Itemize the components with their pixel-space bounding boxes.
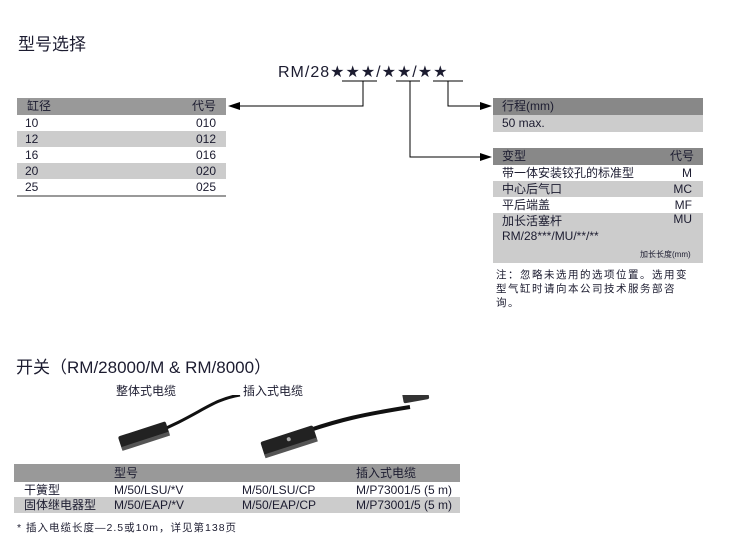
section-title: 型号选择 — [18, 35, 86, 54]
header-code: 代号 — [670, 149, 695, 163]
switch-cable: M/P73001/5 (5 m) — [356, 483, 453, 497]
variant-name: 带一体安装铰孔的标准型 — [502, 166, 635, 180]
switch-model: M/50/EAP/*V — [114, 498, 185, 512]
bore-code: 012 — [195, 132, 216, 146]
variant-name: 平后端盖 — [502, 198, 551, 212]
note-line: 询。 — [496, 297, 520, 309]
switch-model-cp: M/50/LSU/CP — [242, 483, 316, 497]
label-integral-cable: 整体式电缆 — [116, 384, 177, 398]
label-plugin-cable: 插入式电缆 — [243, 384, 304, 398]
switch-cable: M/P73001/5 (5 m) — [356, 498, 453, 512]
bore-code: 020 — [195, 164, 216, 178]
footnote: * 插入电缆长度—2.5或10m，详见第138页 — [17, 522, 238, 534]
bore-code: 010 — [195, 116, 216, 130]
note: 注：忽略未选用的选项位置。选用变 型气缸时请向本公司技术服务部咨 询。 — [496, 268, 688, 310]
switch-model-cp: M/50/EAP/CP — [242, 498, 317, 512]
variant-code: MC — [673, 182, 692, 196]
header-bore: 缸径 — [27, 99, 52, 113]
header-variant: 变型 — [502, 149, 527, 163]
header-plugin: 插入式电缆 — [356, 466, 417, 480]
bore-value: 20 — [25, 164, 39, 178]
variant-code: MF — [674, 198, 692, 212]
note-line: 型气缸时请向本公司技术服务部咨 — [496, 283, 676, 295]
stroke-value: 50 max. — [502, 116, 545, 130]
bore-value: 16 — [25, 148, 39, 162]
switch-images — [118, 395, 430, 459]
model-code: RM/28★★★/★★/★★ — [278, 64, 449, 81]
note-line: 注：忽略未选用的选项位置。选用变 — [496, 269, 688, 281]
bore-code: 025 — [195, 180, 216, 194]
switch-type: 固体继电器型 — [24, 498, 97, 512]
switch-type: 干簧型 — [24, 483, 61, 497]
header-code: 代号 — [192, 99, 217, 113]
stroke-header: 行程(mm) — [502, 99, 554, 113]
variant-name: 中心后气口 — [502, 182, 563, 196]
bore-value: 25 — [25, 180, 39, 194]
bore-value: 12 — [25, 132, 39, 146]
variant-name: 加长活塞杆 — [502, 214, 563, 228]
mu-code: RM/28***/MU/**/** — [502, 229, 599, 243]
switch-model: M/50/LSU/*V — [114, 483, 184, 497]
mu-length-label: 加长长度(mm) — [640, 250, 691, 259]
bore-code: 016 — [195, 148, 216, 162]
section-title-switch: 开关（RM/28000/M & RM/8000） — [16, 358, 272, 377]
header-model: 型号 — [114, 466, 139, 480]
bore-value: 10 — [25, 116, 39, 130]
variant-code: MU — [673, 212, 692, 226]
variant-code: M — [682, 166, 692, 180]
